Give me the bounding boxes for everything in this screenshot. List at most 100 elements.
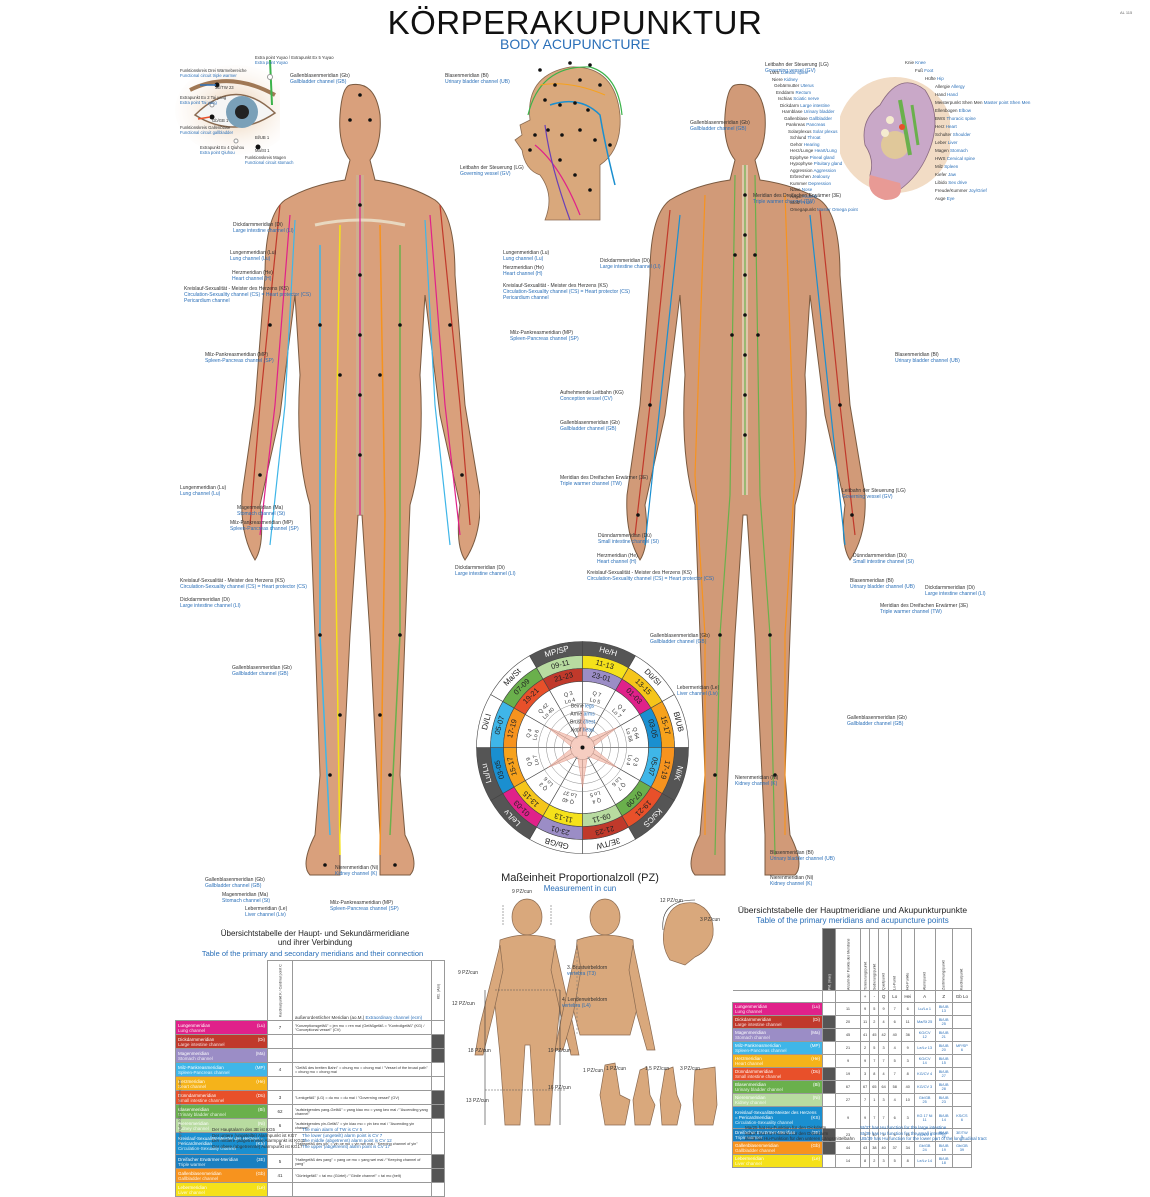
meridian-name-cell: Dickdarmmeridian (Di) Large intestine ch… <box>175 1034 268 1049</box>
right-table-symbol: Q <box>878 990 889 1003</box>
value-cell: 40 <box>878 1141 889 1155</box>
value-cell: Bl/UB 23 <box>934 1093 953 1107</box>
label-gallbladder-foot: Gallenblasenmeridian (Gb)Gallbladder cha… <box>205 877 265 889</box>
ear-label-left: Niere Kidney <box>772 76 798 82</box>
value-cell: 4 <box>878 1015 889 1029</box>
poster-title: KÖRPERAKUPUNKTUR <box>387 4 763 41</box>
dark-indicator-cell <box>822 1093 836 1107</box>
svg-text:Brust chest: Brust chest <box>570 720 596 726</box>
front-body-figure <box>240 75 481 895</box>
svg-text:Lo 37: Lo 37 <box>563 789 578 798</box>
measure-label-7: 16 PZ/cun <box>548 1085 571 1091</box>
value-cell <box>951 1080 973 1094</box>
measure-label-3: 9 PZ/cun <box>458 970 479 976</box>
svg-text:Kopf head: Kopf head <box>571 728 594 734</box>
meridian-name-cell: Herzmeridian (He) Heart channel <box>732 1054 823 1068</box>
right-table-title: Übersichtstabelle der Hauptmeridiane und… <box>737 905 968 915</box>
value-cell: KG/CV 12 <box>913 1028 936 1042</box>
back-body-figure <box>610 75 870 895</box>
svg-text:Q 3: Q 3 <box>631 757 639 767</box>
right-table-header: Anzahl der Punkte des Meridians <box>835 928 861 991</box>
right-table-symbol: Hei <box>900 990 915 1003</box>
meridian-name-cell: Lebermeridian (Le) Liver channel <box>732 1154 823 1168</box>
ear-label-right: Meisterpunkt Shen Men Master point Shen … <box>935 100 1031 105</box>
meridian-name-cell: Milz-Pankreasmeridian (MP) Spleen-Pancre… <box>732 1041 823 1055</box>
meridian-name-cell: Milz-Pankreasmeridian (MP) Spleen-Pancre… <box>175 1062 268 1077</box>
right-table-symbol: Gb Lo <box>951 990 973 1003</box>
left-table-row: Lebermeridian (Le) Liver channel <box>175 1182 445 1197</box>
label-liver-foot: Lebermeridian (Le)Liver channel (Liv) <box>245 906 288 918</box>
right-table-header: Lo-Punkt <box>888 928 902 991</box>
right-table-symbol <box>822 990 836 1003</box>
extraordinary-channel-cell <box>292 1182 432 1197</box>
value-cell: 7 <box>878 1054 889 1068</box>
value-cell: 3 <box>878 1093 889 1107</box>
right-table-symbol: Lo <box>887 990 902 1003</box>
label-large-intestine-front: Dickdarmmeridian (Di)Large intestine cha… <box>233 222 294 234</box>
ear-label-left: Kummer Depression <box>790 180 832 186</box>
svg-text:Q 9: Q 9 <box>526 757 534 767</box>
left-header-extraordinary: außerordentlicher Meridian (ao.M.) Extra… <box>292 960 432 1021</box>
meridian-name-cell: Blasenmeridian (Bl) Urinary bladder chan… <box>732 1080 823 1094</box>
svg-text:Lo 58: Lo 58 <box>624 728 633 743</box>
ass-cell <box>431 1048 445 1063</box>
value-cell: 19 <box>835 1067 861 1081</box>
ass-cell <box>431 1118 445 1133</box>
copyright-notice: © Copyright 2006 Erler-Zimmer, Lauf <box>177 1079 182 1145</box>
dark-indicator-cell <box>822 1015 836 1029</box>
ear-label-left: Harnblase Urinary bladder <box>782 109 835 114</box>
value-cell: 14 <box>835 1154 861 1168</box>
left-header-cardinal: Kardinalpunkt K / Cardinal point C <box>267 960 293 1021</box>
label-bladder-back-hand: Blasenmeridian (Bl)Urinary bladder chann… <box>850 578 915 590</box>
ear-label-right: Auge Eye <box>935 196 955 201</box>
label-gallbladder-front-right: Gallenblasenmeridian (Gb)Gallbladder cha… <box>560 420 620 432</box>
eye-inset <box>150 55 295 160</box>
extraordinary-channel-cell: "Haltegefäß des yang" = yang oe mo = yan… <box>292 1154 432 1169</box>
cardinal-point-cell: 7 <box>267 1020 293 1035</box>
svg-text:Di/LI: Di/LI <box>480 713 493 731</box>
label-conception-vessel: Aufnehmende Leitbahn (KG)Conception vess… <box>560 390 624 402</box>
right-table-symbol: + <box>859 990 871 1003</box>
value-cell: 67 <box>835 1080 861 1094</box>
ear-label-right: Schulter Shoulder <box>935 132 971 137</box>
value-cell: 34 <box>900 1141 915 1155</box>
meridian-name-cell: Lungenmeridian (Lu) Lung channel <box>175 1020 268 1035</box>
value-cell: Ma/St 25 <box>913 1015 936 1029</box>
measure-label-4: 12 PZ/cun <box>452 1001 475 1007</box>
head-profile-inset <box>500 55 625 225</box>
svg-text:Q 4: Q 4 <box>592 796 602 804</box>
value-cell: 3 <box>900 1054 915 1068</box>
svg-text:Q 3: Q 3 <box>563 691 573 699</box>
label-lung-front-left: Lungenmeridian (Lu)Lung channel (Lu) <box>230 250 277 262</box>
left-table-row: Dreifacher Erwärmer-Meridian (3E) Triple… <box>175 1154 445 1169</box>
right-table-symbol: A <box>913 990 936 1003</box>
measure-label-5: 18 PZ/cun <box>468 1048 491 1054</box>
svg-text:Lo 6: Lo 6 <box>610 775 622 787</box>
right-table-symbol <box>835 990 861 1003</box>
value-cell <box>951 1015 973 1029</box>
value-cell: Bl/UB 13 <box>934 1002 953 1016</box>
primary-secondary-meridian-table: Kardinalpunkt K / Cardinal point C außer… <box>175 960 445 1197</box>
meridian-name-cell: Lungenmeridian (Lu) Lung channel <box>732 1002 823 1016</box>
value-cell: 10 <box>900 1093 915 1107</box>
label-heart-front-right: Herzmeridian (He)Heart channel (H) <box>503 265 544 277</box>
svg-text:Lo 4: Lo 4 <box>624 754 633 766</box>
value-cell <box>951 1054 973 1068</box>
cardinal-point-cell: 3 <box>267 1090 293 1105</box>
value-cell: 3 <box>878 1041 889 1055</box>
value-cell: 2 <box>869 1015 880 1029</box>
meridian-name-cell: Blasenmeridian (Bl) Urinary bladder chan… <box>175 1104 268 1119</box>
right-table-subtitle: Table of the primary meridians and acupu… <box>756 916 949 925</box>
value-cell: 8 <box>859 1154 871 1168</box>
cardinal-point-cell: 41 <box>267 1168 293 1183</box>
left-header-ass: Kfz. (Ass) <box>431 960 445 1021</box>
measure-label-2: 3 PZ/cun <box>700 917 721 923</box>
value-cell: 45 <box>835 1028 861 1042</box>
